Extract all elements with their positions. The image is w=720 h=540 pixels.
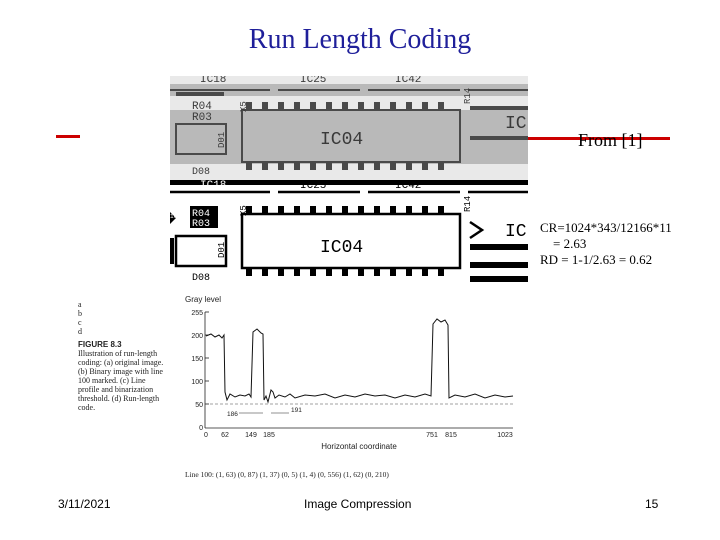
annotation-186: 186 — [227, 411, 238, 418]
binary-label-r14: R14 — [463, 196, 473, 212]
gray-level-profile — [205, 318, 514, 404]
ytick-200: 200 — [191, 333, 203, 340]
line-profile-plot: Gray level 255 200 150 100 50 0 186 191 … — [185, 295, 514, 451]
binary-circuit-image: 100 IC18 IC25 IC42 R04 R03 IC04 IC D08 X… — [170, 180, 528, 287]
annotation-191: 191 — [291, 407, 302, 414]
chip-label-ic18: IC18 — [200, 76, 226, 86]
binary-label-x5: X5 — [239, 205, 249, 216]
right-red-line — [528, 137, 670, 140]
xtick-149: 149 — [245, 432, 257, 439]
plot-ylabel: Gray level — [185, 295, 221, 304]
ytick-0: 0 — [199, 425, 203, 432]
xtick-751: 751 — [426, 432, 438, 439]
xtick-185: 185 — [263, 432, 275, 439]
binary-label-ic18: IC18 — [200, 180, 226, 192]
left-red-line — [56, 135, 80, 138]
figure-caption-text: Illustration of run-length coding: (a) o… — [78, 349, 164, 412]
footer-subject: Image Compression — [304, 497, 412, 511]
binary-marker-100: 100 — [170, 213, 181, 220]
slide-title: Run Length Coding — [248, 24, 472, 55]
chip-label-r14: R14 — [463, 88, 473, 104]
figure-caption: a b c d FIGURE 8.3 Illustration of run-l… — [78, 300, 164, 412]
xtick-815: 815 — [445, 432, 457, 439]
ytick-50: 50 — [195, 402, 203, 409]
chip-label-ic04: IC04 — [320, 130, 363, 150]
chip-label-d01: D01 — [217, 132, 227, 148]
xtick-0: 0 — [204, 432, 208, 439]
footer-date: 3/11/2021 — [58, 497, 111, 511]
xtick-62: 62 — [221, 432, 229, 439]
chip-label-ic25: IC25 — [300, 76, 326, 86]
figure-label: FIGURE 8.3 — [78, 340, 122, 349]
binary-label-ic04: IC04 — [320, 238, 363, 258]
chip-label-d08: D08 — [192, 167, 210, 178]
binary-label-ic42: IC42 — [395, 180, 421, 192]
binary-label-d08: D08 — [192, 273, 210, 284]
chip-label-x5: X5 — [239, 101, 249, 112]
panel-letter-b: b — [78, 309, 82, 318]
panel-letters: a b c d — [78, 300, 164, 336]
compression-ratio-text: CR=1024*343/12166*11 = 2.63 RD = 1-1/2.6… — [540, 220, 672, 267]
binary-label-ic: IC — [505, 222, 527, 242]
chip-label-r03: R03 — [192, 112, 212, 124]
chip-label-ic: IC — [505, 114, 527, 134]
run-length-code: Line 100: (1, 63) (0, 87) (1, 37) (0, 5)… — [185, 470, 389, 479]
ytick-255: 255 — [191, 310, 203, 317]
xtick-1023: 1023 — [497, 432, 513, 439]
ytick-100: 100 — [191, 379, 203, 386]
panel-letter-a: a — [78, 300, 82, 309]
chip-label-ic42: IC42 — [395, 76, 421, 86]
binary-label-d01: D01 — [217, 242, 227, 258]
source-reference: From [1] — [578, 130, 643, 150]
panel-letter-c: c — [78, 318, 82, 327]
original-circuit-image: IC18 IC25 IC42 R04 R03 IC04 IC D08 X5 D0… — [170, 76, 528, 180]
ytick-150: 150 — [191, 356, 203, 363]
binary-label-r03: R03 — [192, 219, 210, 230]
plot-xlabel: Horizontal coordinate — [321, 442, 397, 451]
chip-label-r04: R04 — [192, 101, 212, 113]
binary-label-ic25: IC25 — [300, 180, 326, 192]
footer-page-number: 15 — [645, 497, 659, 511]
panel-letter-d: d — [78, 327, 82, 336]
binary-label-r04: R04 — [192, 209, 210, 220]
